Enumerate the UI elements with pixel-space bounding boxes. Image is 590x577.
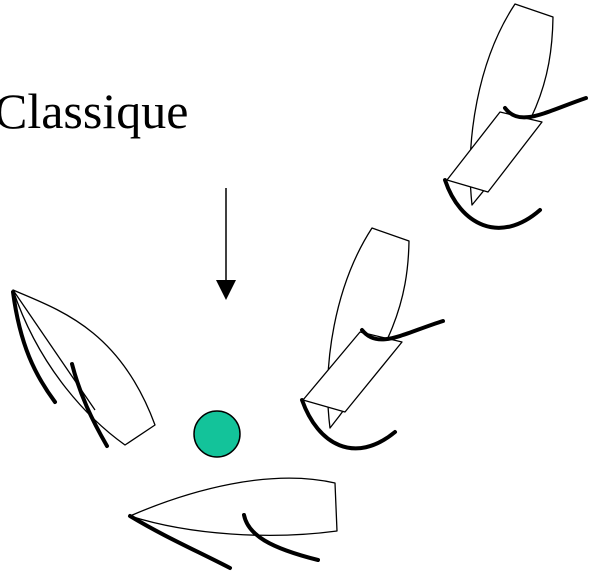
boat-tiller bbox=[443, 178, 542, 230]
boat-tiller bbox=[300, 398, 397, 451]
boat-sheet bbox=[503, 96, 588, 120]
boat-tiller bbox=[70, 362, 109, 448]
mark-buoy bbox=[193, 410, 241, 458]
boat-sheet bbox=[11, 290, 57, 404]
boat-top-right bbox=[443, 3, 588, 230]
boat-sheet bbox=[128, 514, 232, 570]
boat-left bbox=[11, 289, 156, 448]
boat-sheet bbox=[360, 319, 445, 342]
boat-sail bbox=[302, 331, 403, 413]
boat-hull bbox=[12, 289, 156, 446]
arrow-head bbox=[216, 280, 236, 300]
boat-sail bbox=[446, 111, 543, 193]
boat-bottom bbox=[128, 477, 338, 570]
direction-arrow bbox=[216, 188, 236, 300]
diagram-label: Classique bbox=[0, 83, 188, 139]
boat-middle-right bbox=[300, 227, 445, 451]
boat-hull bbox=[129, 477, 338, 536]
boat-tiller bbox=[242, 513, 320, 562]
